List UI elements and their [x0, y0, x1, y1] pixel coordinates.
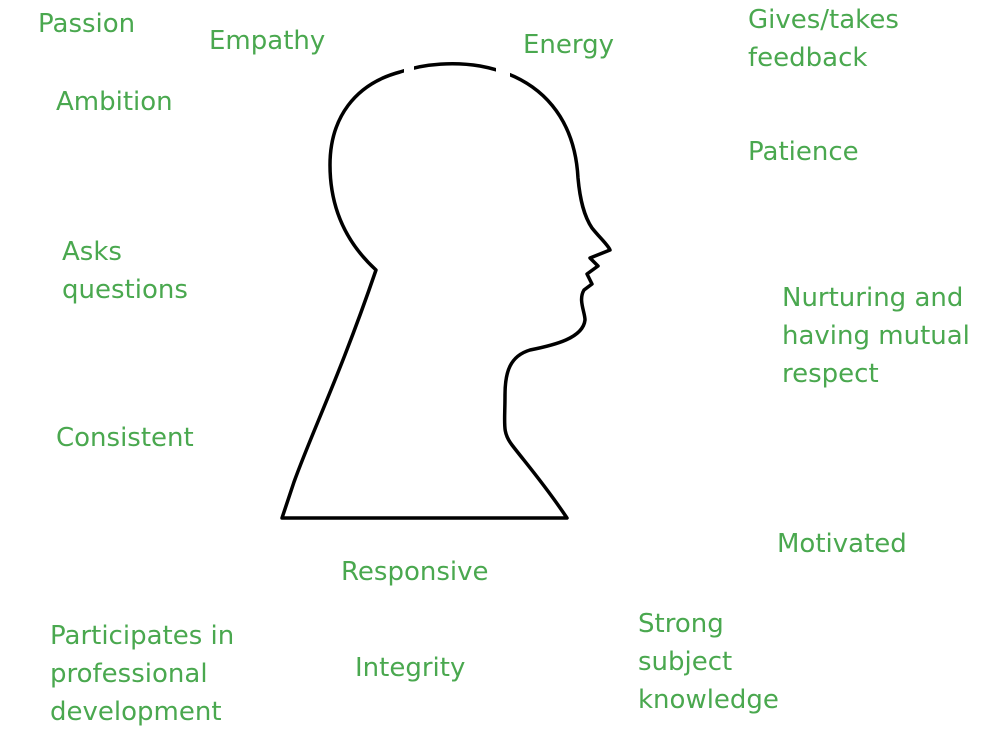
attribute-passion: Passion — [38, 9, 136, 39]
crown-gap-right — [496, 64, 510, 80]
attribute-strong-knowledge: Strong subject knowledge — [638, 609, 779, 715]
attribute-consistent: Consistent — [56, 423, 194, 453]
attribute-energy: Energy — [523, 30, 615, 60]
attribute-ambition: Ambition — [56, 87, 173, 117]
head-outline-path — [280, 62, 612, 520]
attribute-empathy: Empathy — [209, 26, 326, 56]
attribute-participates: Participates in professional development — [50, 621, 235, 727]
crown-gap-left — [404, 58, 414, 74]
attribute-integrity: Integrity — [355, 653, 466, 683]
attribute-responsive: Responsive — [341, 557, 489, 587]
attribute-feedback: Gives/takes feedback — [748, 5, 899, 73]
attribute-motivated: Motivated — [777, 529, 907, 559]
attribute-asks-questions: Asks questions — [62, 237, 188, 305]
attribute-nurturing: Nurturing and having mutual respect — [782, 283, 970, 389]
attribute-patience: Patience — [748, 137, 859, 167]
